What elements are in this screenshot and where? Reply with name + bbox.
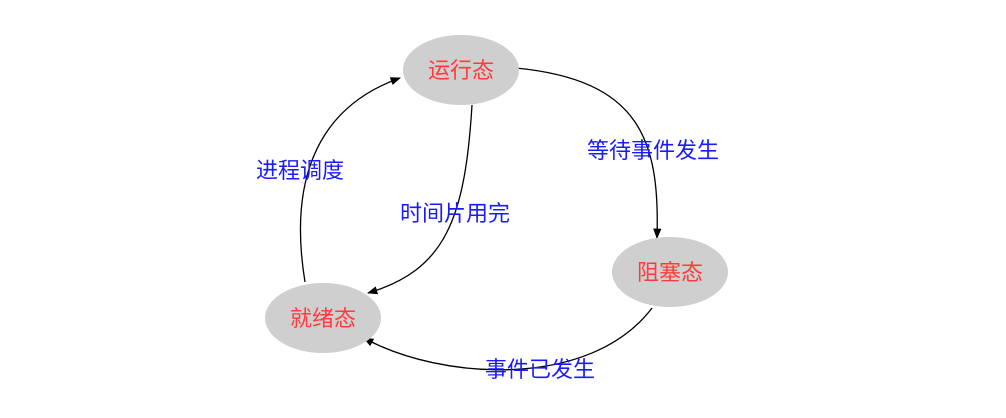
edge-running-to-blocked (515, 67, 662, 240)
edge-running-to-ready (367, 104, 473, 295)
edge-ready-to-running (299, 77, 401, 283)
state-ready: 就绪态 (265, 283, 381, 353)
state-blocked-label: 阻塞态 (637, 261, 703, 286)
state-blocked: 阻塞态 (612, 237, 728, 307)
label-running-to-ready: 时间片用完 (400, 202, 510, 227)
label-blocked-to-ready: 事件已发生 (485, 358, 595, 383)
edge-blocked-to-ready (363, 307, 653, 371)
state-ready-label: 就绪态 (290, 307, 356, 332)
state-running-label: 运行态 (428, 59, 494, 84)
state-running: 运行态 (403, 35, 519, 105)
label-ready-to-running: 进程调度 (256, 159, 344, 184)
label-running-to-blocked: 等待事件发生 (587, 139, 719, 164)
